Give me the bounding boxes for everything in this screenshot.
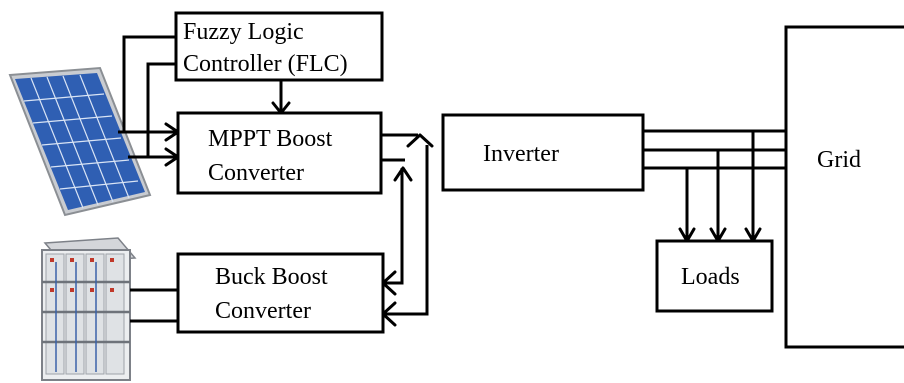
- grid-label: Grid: [817, 147, 861, 173]
- buck-boost-label-line1: Buck Boost: [215, 264, 328, 290]
- battery-rack-icon: [41, 237, 137, 381]
- buck-boost-label-line2: Converter: [215, 298, 311, 324]
- solar-panel-icon: [8, 66, 152, 217]
- flc-block: Fuzzy Logic Controller (FLC): [174, 11, 384, 82]
- wiring: [118, 35, 786, 323]
- loads-block: Loads: [655, 239, 774, 313]
- flc-label-line1: Fuzzy Logic: [183, 19, 304, 45]
- mppt-boost-converter-block: MPPT Boost Converter: [176, 111, 383, 195]
- grid-block: Grid: [784, 25, 904, 349]
- inverter-label: Inverter: [483, 141, 559, 167]
- loads-label: Loads: [681, 264, 740, 290]
- mppt-label-line2: Converter: [208, 160, 304, 186]
- mppt-label-line1: MPPT Boost: [208, 126, 333, 152]
- inverter-block: Inverter: [441, 113, 645, 192]
- flc-label-line2: Controller (FLC): [183, 51, 348, 77]
- buck-boost-converter-block: Buck Boost Converter: [176, 252, 385, 334]
